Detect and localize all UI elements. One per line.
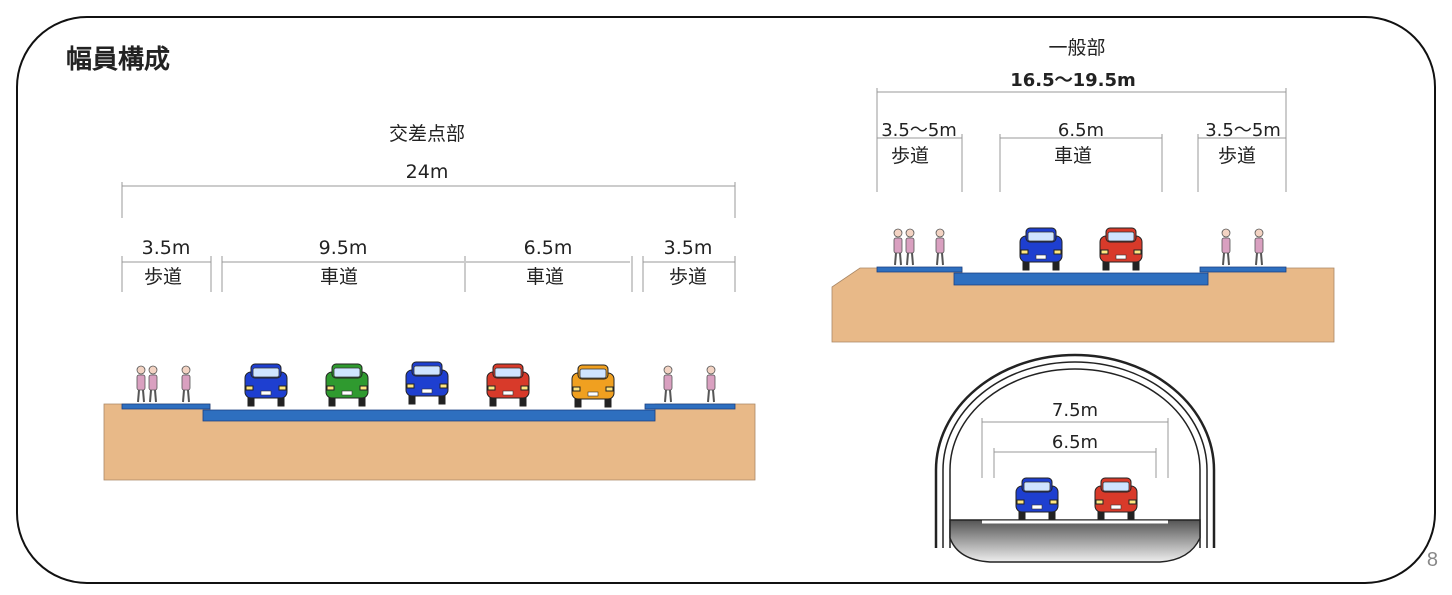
sidewalk-left [876,266,963,273]
segment-width: 3.5～5m [1205,120,1281,141]
segment-label: 車道 [320,266,358,288]
sidewalk-left [121,403,211,410]
segment-width: 3.5m [142,237,191,259]
car-icon [1099,227,1143,271]
segment-label: 歩道 [891,145,929,167]
roadway [953,272,1209,286]
child-pedestrian-icon [905,228,915,266]
intersection-section: 交差点部 24m 3.5m 9.5m 6.5m 3.5m 歩道 車道 車道 歩道 [103,123,756,481]
page-number: 8 [1426,549,1438,571]
pedestrian-icon [706,365,716,403]
pedestrian-icon [1221,228,1231,266]
sidewalk-right [644,403,736,410]
segment-width: 9.5m [319,237,368,259]
general-title: 一般部 [1048,37,1105,59]
pedestrian-icon [1254,228,1264,266]
car-icon [1094,477,1138,521]
pedestrian-icon [935,228,945,266]
general-total-width: 16.5～19.5m [1010,70,1136,91]
child-pedestrian-icon [148,365,158,403]
segment-label: 歩道 [144,266,182,288]
car-icon [325,363,369,407]
segment-label: 車道 [526,266,564,288]
car-icon [244,363,288,407]
tunnel-inner-width: 6.5m [1052,432,1098,453]
tunnel-outer-width: 7.5m [1052,400,1098,421]
pedestrian-icon [136,365,146,403]
car-icon [405,361,449,405]
general-section: 一般部 16.5～19.5m 3.5～5m 6.5m 3.5～5m 歩道 車道 … [831,37,1335,343]
segment-width: 6.5m [1058,120,1104,141]
intersection-title: 交差点部 [389,123,465,145]
car-icon [1019,227,1063,271]
segment-width: 3.5m [664,237,713,259]
tunnel-section: 7.5m 6.5m [934,353,1216,563]
tunnel-floor [949,519,1201,563]
pedestrian-icon [181,365,191,403]
segment-label: 歩道 [1218,145,1256,167]
segment-label: 車道 [1054,145,1092,167]
page-title: 幅員構成 [66,45,170,75]
segment-label: 歩道 [669,266,707,288]
intersection-total-width: 24m [406,161,449,183]
pedestrian-icon [663,365,673,403]
segment-width: 6.5m [524,237,573,259]
car-icon [571,364,615,408]
segment-width: 3.5～5m [881,120,957,141]
slide-frame [16,16,1436,584]
sidewalk-right [1199,266,1287,273]
roadway [202,409,656,422]
car-icon [486,363,530,407]
car-icon [1015,477,1059,521]
pedestrian-icon [893,228,903,266]
